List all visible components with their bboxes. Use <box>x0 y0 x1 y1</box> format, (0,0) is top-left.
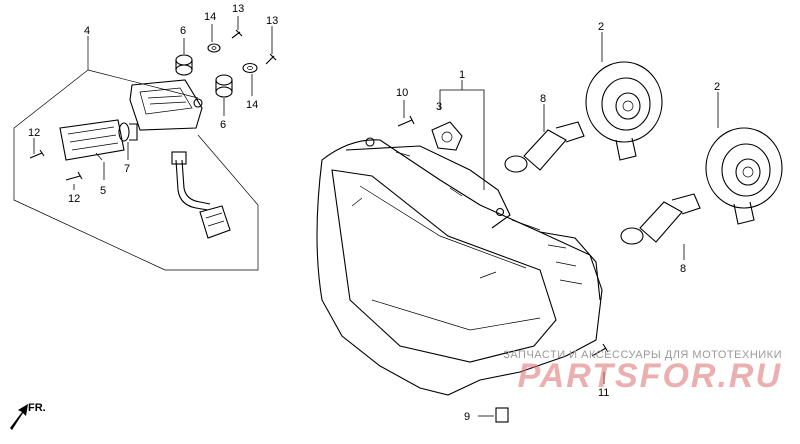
callout-13a: 13 <box>232 3 244 15</box>
wire-harness-part <box>171 151 231 239</box>
headlight-unit-part <box>316 137 603 396</box>
callout-1: 1 <box>459 69 465 81</box>
callout-labels: 1 2 2 3 4 5 6 6 7 8 8 9 10 11 12 12 13 1… <box>28 3 720 423</box>
bolt-part-13b <box>265 53 277 65</box>
callout-14a: 14 <box>204 11 216 23</box>
callout-13b: 13 <box>266 15 278 27</box>
callout-2a: 2 <box>598 21 604 33</box>
screw-part-11 <box>591 343 609 357</box>
grommet-part-6b <box>215 74 233 98</box>
washer-part-14b <box>242 62 258 74</box>
screw-part-10 <box>397 115 415 127</box>
callout-3: 3 <box>436 101 442 113</box>
headlight-bulb-part-8a <box>504 121 585 173</box>
screw-part-12b <box>65 171 83 181</box>
watermark-logo: PARTSFOR.RU <box>517 357 782 395</box>
dust-cover-part-2a <box>585 61 663 161</box>
clip-part-9 <box>495 407 509 423</box>
screw-part-12a <box>29 149 45 159</box>
front-direction-indicator: FR. <box>6 402 46 437</box>
callout-11: 11 <box>598 387 609 399</box>
license-housing-part <box>129 79 203 131</box>
watermark-caption: ЗАПЧАСТИ И АКСЕССУАРЫ ДЛЯ МОТОТЕХНИКИ <box>503 349 782 361</box>
front-arrow-icon <box>10 404 28 430</box>
headlight-bulb-part-8b <box>620 193 701 245</box>
callout-2b: 2 <box>714 81 720 93</box>
grommet-part-6a <box>175 54 193 76</box>
leader-lines <box>33 16 719 417</box>
callout-6b: 6 <box>220 119 226 131</box>
socket-cover-part-3 <box>431 121 463 151</box>
callout-7: 7 <box>124 163 130 175</box>
callout-5: 5 <box>100 185 106 197</box>
bolt-part-13a <box>231 29 243 39</box>
callout-12b: 12 <box>68 193 80 205</box>
callout-8b: 8 <box>680 263 686 275</box>
callout-8a: 8 <box>540 93 546 105</box>
dust-cover-part-2b <box>705 127 783 225</box>
callout-9: 9 <box>464 411 470 423</box>
license-lens-part <box>59 119 125 161</box>
callout-6a: 6 <box>180 25 186 37</box>
bulb-part-7 <box>118 122 138 142</box>
callout-14b: 14 <box>246 99 258 111</box>
callout-4: 4 <box>84 25 90 37</box>
callout-10: 10 <box>396 87 408 99</box>
front-direction-label: FR. <box>28 402 46 414</box>
watermark: ЗАПЧАСТИ И АКСЕССУАРЫ ДЛЯ МОТОТЕХНИКИ PA… <box>503 349 782 396</box>
washer-part-14a <box>207 43 221 53</box>
callout-12a: 12 <box>28 127 40 139</box>
license-light-assembly-outline <box>13 40 259 271</box>
